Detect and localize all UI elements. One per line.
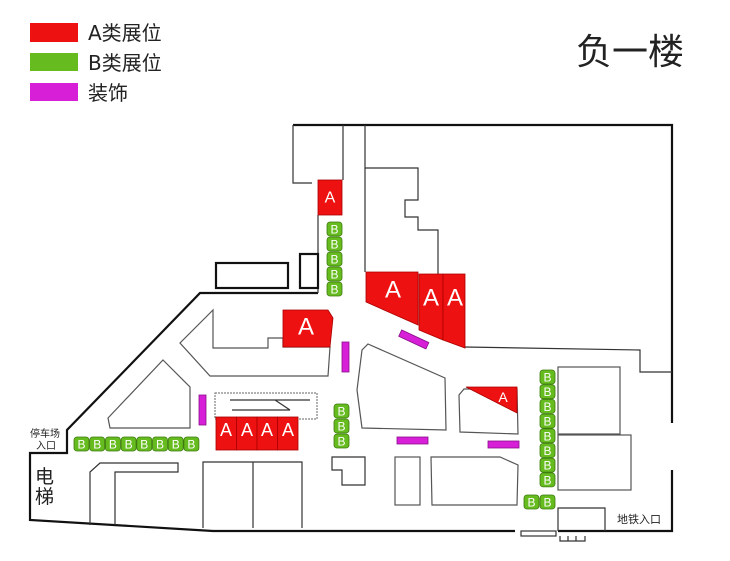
booth-b[interactable]: B: [539, 472, 556, 488]
booth-a[interactable]: A: [256, 416, 278, 451]
legend-swatch-deco: [30, 83, 78, 101]
building-walls: [28, 123, 674, 542]
booth-b-label: B: [543, 459, 551, 473]
booth-a[interactable]: A: [215, 416, 237, 451]
booth-a[interactable]: A: [465, 386, 518, 414]
elevator-label: 电: [35, 466, 54, 488]
booth-b[interactable]: B: [326, 221, 343, 237]
svg-text:A: A: [241, 420, 253, 440]
booth-b[interactable]: B: [333, 433, 350, 449]
decoration: [487, 440, 520, 449]
legend-swatch-b: [30, 53, 78, 71]
booth-b-label: B: [543, 385, 551, 399]
booth-b[interactable]: B: [539, 443, 556, 459]
booth-b[interactable]: B: [539, 369, 556, 385]
booth-a[interactable]: A: [236, 416, 258, 451]
booth-b[interactable]: B: [136, 436, 153, 452]
booth-b[interactable]: B: [73, 436, 90, 452]
booth-b-label: B: [330, 223, 338, 237]
booth-b[interactable]: B: [333, 403, 350, 419]
booth-b-label: B: [330, 268, 338, 282]
booth-b-label: B: [156, 438, 164, 452]
booth-b[interactable]: B: [152, 436, 168, 452]
parking-entrance-label-2: 入口: [36, 441, 56, 452]
booth-a[interactable]: A: [317, 179, 343, 216]
booth-b-label: B: [337, 435, 345, 449]
booth-b-label: B: [543, 429, 551, 443]
room-block: [214, 261, 290, 290]
booth-b-label: B: [140, 438, 148, 452]
parking-entrance-label: 停车场: [30, 427, 60, 440]
booth-b-label: B: [93, 438, 101, 452]
booth-b[interactable]: B: [326, 281, 343, 297]
legend-label-deco: 装饰: [88, 81, 128, 105]
booth-b[interactable]: B: [105, 436, 121, 452]
decoration: [198, 394, 207, 426]
booth-b-label: B: [330, 283, 338, 297]
decorations: [198, 329, 520, 449]
booth-a[interactable]: A: [277, 416, 299, 451]
booth-b-label: B: [543, 496, 551, 510]
booth-b[interactable]: B: [539, 384, 556, 400]
booth-b-label: B: [125, 438, 133, 452]
booth-a[interactable]: A: [442, 273, 466, 349]
booth-b[interactable]: B: [539, 398, 556, 414]
svg-text:A: A: [298, 314, 314, 341]
booth-b-label: B: [543, 473, 551, 487]
legend-swatch-a: [30, 23, 78, 42]
booth-b[interactable]: B: [539, 494, 556, 510]
subway-entrance-label: 地铁入口: [617, 513, 661, 526]
booth-a[interactable]: A: [418, 273, 444, 341]
booth-b-label: B: [77, 438, 85, 452]
booth-b[interactable]: B: [326, 266, 343, 282]
legend: A类展位 B类展位 装饰: [30, 21, 162, 105]
booth-b-label: B: [172, 438, 180, 452]
svg-text:A: A: [261, 420, 273, 440]
svg-text:A: A: [385, 277, 401, 304]
booth-b-label: B: [330, 253, 338, 267]
booth-b-label: B: [330, 238, 338, 252]
floor-title: 负一楼: [576, 32, 684, 73]
booth-b-label: B: [187, 438, 195, 452]
booth-b[interactable]: B: [120, 436, 137, 452]
decoration: [398, 329, 430, 350]
booth-b[interactable]: B: [523, 494, 540, 510]
decoration: [396, 436, 429, 445]
svg-text:A: A: [325, 190, 336, 207]
booth-b-label: B: [337, 420, 345, 434]
booth-b[interactable]: B: [326, 251, 343, 267]
booth-b[interactable]: B: [183, 436, 200, 452]
booth-b-label: B: [543, 444, 551, 458]
islands: [89, 308, 632, 528]
svg-text:A: A: [282, 420, 294, 440]
booth-b-label: B: [337, 405, 345, 419]
svg-text:A: A: [498, 389, 508, 405]
booth-b-label: B: [109, 438, 117, 452]
booth-b-label: B: [527, 496, 535, 510]
booth-a[interactable]: A: [282, 309, 334, 348]
elevator-label-2: 梯: [35, 486, 54, 508]
room-block: [298, 252, 320, 290]
booth-b[interactable]: B: [539, 457, 556, 473]
booth-b-label: B: [543, 415, 551, 429]
decoration: [341, 341, 350, 373]
booth-b[interactable]: B: [539, 413, 556, 429]
booth-b[interactable]: B: [539, 428, 556, 444]
booth-a[interactable]: A: [365, 271, 419, 326]
legend-label-b: B类展位: [88, 51, 162, 75]
booth-b-label: B: [543, 400, 551, 414]
escalator: [214, 392, 318, 420]
booth-b[interactable]: B: [167, 436, 184, 452]
svg-text:A: A: [220, 420, 232, 440]
booth-b[interactable]: B: [89, 436, 106, 452]
legend-label-a: A类展位: [88, 21, 162, 45]
svg-text:A: A: [447, 285, 463, 312]
booth-b[interactable]: B: [333, 418, 350, 434]
svg-text:A: A: [423, 285, 439, 312]
booths-a: A A A A A A A A A A: [215, 179, 518, 451]
booth-b-label: B: [543, 371, 551, 385]
booth-b[interactable]: B: [326, 236, 343, 252]
